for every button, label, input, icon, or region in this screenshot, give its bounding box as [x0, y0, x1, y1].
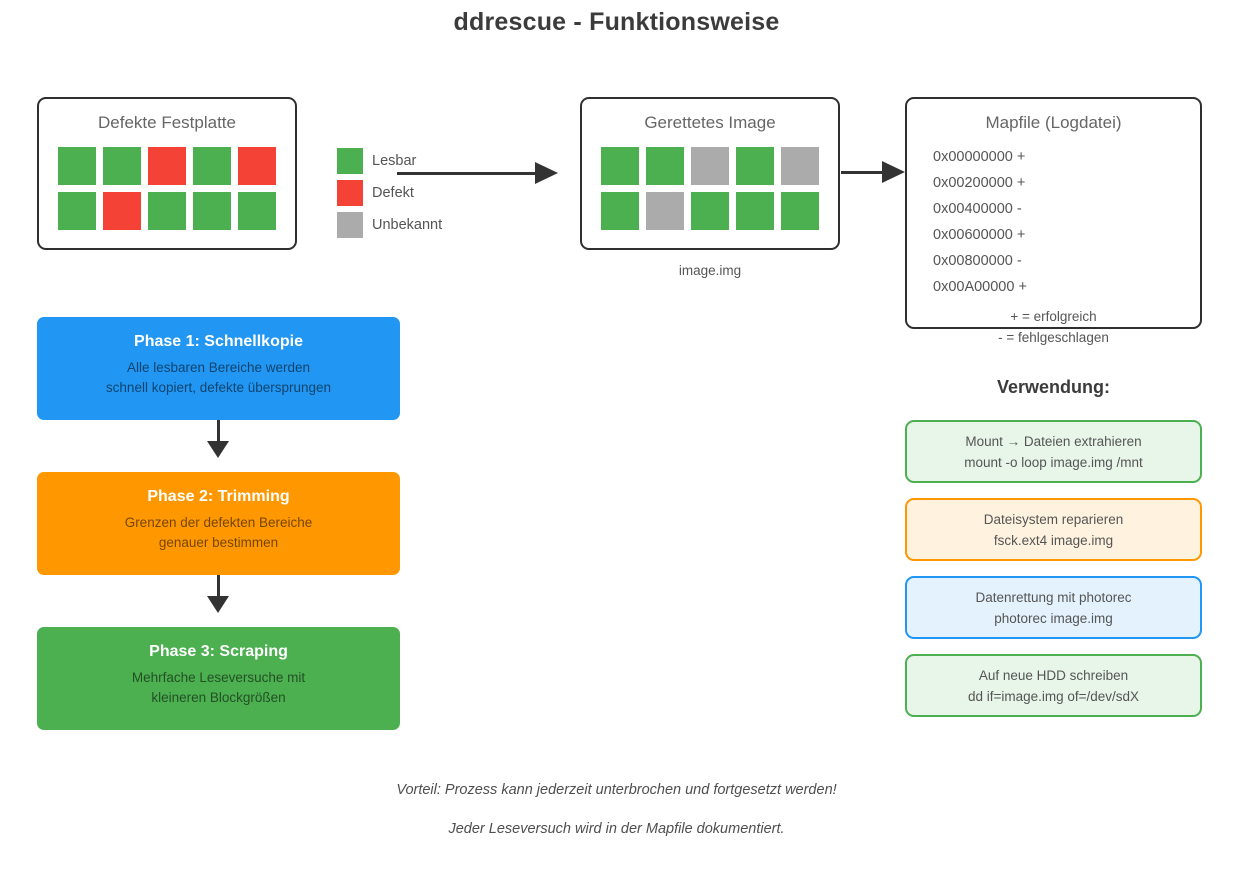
green-block: [601, 147, 639, 185]
footer-note-advantage: Vorteil: Prozess kann jederzeit unterbro…: [396, 782, 837, 798]
green-block: [736, 192, 774, 230]
green-block: [58, 192, 96, 230]
legend-item-unknown: Unbekannt: [337, 212, 442, 238]
usage-dd-command: dd if=image.img of=/dev/sdX: [967, 688, 1140, 704]
defect-swatch: [337, 180, 363, 206]
red-block: [148, 147, 186, 185]
mapfile-panel: Mapfile (Logdatei) 0x00000000 + 0x0020000…: [905, 97, 1202, 329]
phase-3-line-1: Mehrfache Leseversuche mit: [131, 670, 306, 685]
usage-dd-title: Auf neue HDD schreiben: [978, 667, 1129, 683]
mapfile-entry: 0x00A00000 +: [933, 279, 1027, 295]
arrow-phase1-to-phase2: [207, 420, 229, 458]
usage-box-dd: Auf neue HDD schreiben dd if=image.img o…: [905, 654, 1202, 717]
defective-disk-title: Defekte Festplatte: [98, 113, 236, 132]
phase-3-description: Mehrfache Leseversuche mit kleineren Blo…: [37, 668, 400, 708]
gray-block: [691, 147, 729, 185]
phase-1-box: Phase 1: Schnellkopie Alle lesbaren Bere…: [37, 317, 400, 420]
legend-label-unknown: Unbekannt: [372, 217, 443, 233]
green-block: [646, 147, 684, 185]
phase-1-title: Phase 1: Schnellkopie: [134, 333, 303, 350]
arrow-disk-to-image: [397, 162, 558, 184]
usage-photorec-title: Datenrettung mit photorec: [975, 589, 1132, 605]
unknown-swatch: [337, 212, 363, 238]
arrow-head-icon: [207, 441, 229, 458]
phase-2-description: Grenzen der defekten Bereiche genauer be…: [37, 513, 400, 553]
image-block-grid: [582, 147, 838, 230]
mapfile-plus-legend: + = erfolgreich: [1010, 309, 1097, 324]
mapfile-entry: 0x00200000 +: [933, 175, 1026, 191]
footer-note-mapfile: Jeder Leseversuch wird in der Mapfile do…: [448, 821, 785, 837]
phase-1-description: Alle lesbaren Bereiche werden schnell ko…: [37, 358, 400, 398]
page-title: ddrescue - Funktionsweise: [453, 8, 780, 36]
mapfile-entries: 0x00000000 + 0x00200000 + 0x00400000 - 0x00…: [907, 144, 1200, 300]
usage-heading: Verwendung:: [996, 377, 1110, 397]
mapfile-entry: 0x00000000 +: [933, 149, 1026, 165]
readable-swatch: [337, 148, 363, 174]
rescued-image-title: Gerettetes Image: [644, 113, 776, 132]
phase-1-line-1: Alle lesbaren Bereiche werden: [126, 360, 311, 375]
phase-3-title: Phase 3: Scraping: [149, 643, 288, 660]
phase-2-line-1: Grenzen der defekten Bereiche: [124, 515, 313, 530]
arrow-line: [216, 420, 220, 443]
usage-mount-command: mount -o loop image.img /mnt: [964, 454, 1143, 470]
usage-fsck-title: Dateisystem reparieren: [983, 511, 1124, 527]
arrow-line: [841, 170, 885, 174]
mapfile-entry: 0x00600000 +: [933, 227, 1026, 243]
image-filename-label: image.img: [678, 263, 742, 278]
legend-label-readable: Lesbar: [372, 153, 417, 169]
legend-item-defect: Defekt: [337, 180, 442, 206]
green-block: [148, 192, 186, 230]
green-block: [238, 192, 276, 230]
usage-mount-title: Mount → Dateien extrahieren: [965, 433, 1142, 449]
phase-1-line-2: schnell kopiert, defekte übersprungen: [105, 380, 332, 395]
gray-block: [781, 147, 819, 185]
mapfile-title: Mapfile (Logdatei): [985, 113, 1122, 132]
legend-label-defect: Defekt: [372, 185, 414, 201]
green-block: [781, 192, 819, 230]
green-block: [691, 192, 729, 230]
red-block: [103, 192, 141, 230]
disk-block-grid: [39, 147, 295, 230]
arrow-image-to-mapfile: [841, 161, 905, 183]
usage-fsck-command: fsck.ext4 image.img: [993, 532, 1114, 548]
mapfile-entry: 0x00800000 -: [933, 253, 1022, 269]
arrow-head-icon: [882, 161, 905, 183]
usage-box-mount: Mount → Dateien extrahieren mount -o loo…: [905, 420, 1202, 483]
green-block: [601, 192, 639, 230]
green-block: [736, 147, 774, 185]
gray-block: [646, 192, 684, 230]
usage-box-photorec: Datenrettung mit photorec photorec image…: [905, 576, 1202, 639]
rescued-image-panel: Gerettetes Image: [580, 97, 840, 250]
defective-disk-panel: Defekte Festplatte: [37, 97, 297, 250]
phase-2-line-2: genauer bestimmen: [158, 535, 279, 550]
block-legend: Lesbar Defekt Unbekannt: [337, 148, 442, 244]
arrow-head-icon: [535, 162, 558, 184]
green-block: [193, 147, 231, 185]
usage-photorec-command: photorec image.img: [994, 610, 1113, 626]
green-block: [193, 192, 231, 230]
mapfile-minus-legend: - = fehlgeschlagen: [998, 330, 1109, 345]
usage-box-fsck: Dateisystem reparieren fsck.ext4 image.i…: [905, 498, 1202, 561]
arrow-phase2-to-phase3: [207, 575, 229, 613]
phase-2-box: Phase 2: Trimming Grenzen der defekten B…: [37, 472, 400, 575]
red-block: [238, 147, 276, 185]
mapfile-entry: 0x00400000 -: [933, 201, 1022, 217]
phase-3-line-2: kleineren Blockgrößen: [151, 690, 286, 705]
green-block: [103, 147, 141, 185]
green-block: [58, 147, 96, 185]
legend-item-readable: Lesbar: [337, 148, 442, 174]
arrow-line: [216, 575, 220, 598]
arrow-line: [397, 171, 538, 175]
phase-3-box: Phase 3: Scraping Mehrfache Leseversuche…: [37, 627, 400, 730]
phase-2-title: Phase 2: Trimming: [147, 488, 290, 505]
arrow-head-icon: [207, 596, 229, 613]
